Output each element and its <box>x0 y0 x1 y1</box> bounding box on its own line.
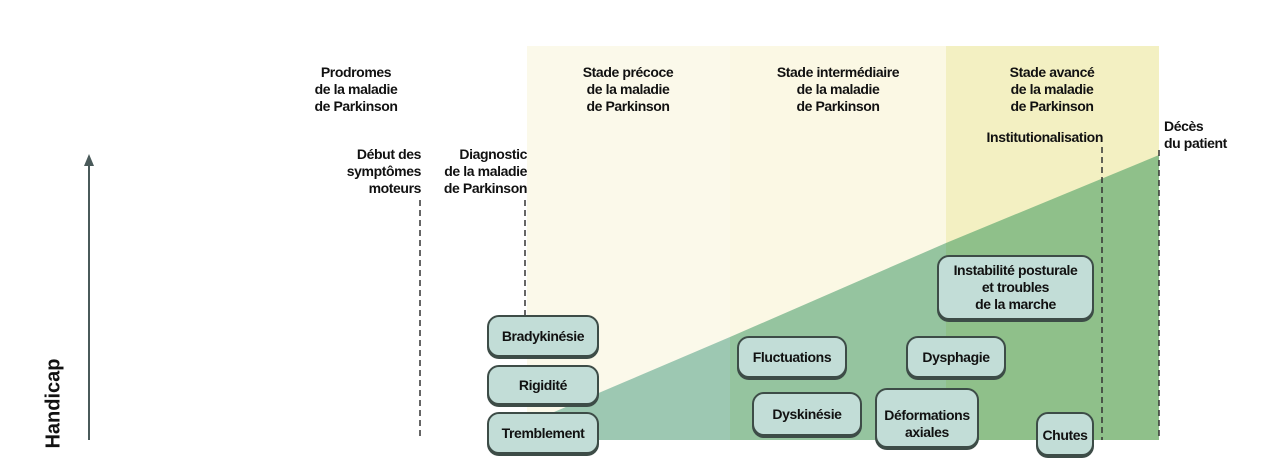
header-line: Stade précoce <box>582 64 674 80</box>
symptom-bradykinesia: Bradykinésie <box>487 315 599 357</box>
prodromes-header: Prodromes de la maladie de Parkinson <box>296 64 416 115</box>
symptom-rigidity: Rigidité <box>487 365 599 405</box>
header-line: de Parkinson <box>796 98 880 114</box>
label-line: Début des <box>356 146 421 162</box>
symptom-dysphagia: Dysphagie <box>906 336 1006 378</box>
early-stage-header: Stade précoce de la maladie de Parkinson <box>558 64 698 115</box>
label-line: moteurs <box>368 180 422 196</box>
header-line: de la maladie <box>314 81 398 97</box>
label-line: de Parkinson <box>443 180 528 196</box>
box-line: et troubles <box>981 279 1050 295</box>
institutionalisation-label: Institutionalisation <box>986 129 1104 145</box>
box-line: Instabilité posturale <box>953 262 1078 278</box>
symptom-falls: Chutes <box>1036 412 1094 456</box>
header-line: de la maladie <box>586 81 670 97</box>
death-label: Décès du patient <box>1164 118 1274 152</box>
header-line: de Parkinson <box>586 98 670 114</box>
intermediate-stage-header: Stade intermédiaire de la maladie de Par… <box>758 64 918 115</box>
header-line: de Parkinson <box>314 98 398 114</box>
symptom-dyskinesia: Dyskinésie <box>752 392 862 436</box>
diagnosis-label: Diagnostic de la maladie de Parkinson <box>406 146 528 197</box>
header-line: Prodromes <box>320 64 392 80</box>
header-line: de Parkinson <box>1010 98 1094 114</box>
header-line: de la maladie <box>796 81 880 97</box>
label-line: du patient <box>1164 135 1227 151</box>
label-line: Diagnostic <box>459 146 527 162</box>
label-line: de la maladie <box>444 163 527 179</box>
header-line: Stade intermédiaire <box>776 64 900 80</box>
label-line: Décès <box>1164 118 1204 134</box>
symptom-tremor: Tremblement <box>487 412 599 454</box>
header-line: de la maladie <box>1010 81 1094 97</box>
label-line: symptômes <box>346 163 422 179</box>
y-axis-arrow-icon <box>84 154 94 166</box>
header-line: Stade avancé <box>1009 64 1095 80</box>
advanced-stage-header: Stade avancé de la maladie de Parkinson <box>982 64 1122 115</box>
symptom-axial-deformities: Déformations axiales <box>875 388 979 448</box>
y-axis-label: Handicap <box>42 358 65 449</box>
box-line: axiales <box>905 424 949 440</box>
symptom-fluctuations: Fluctuations <box>737 336 847 378</box>
motor-onset-label: Début des symptômes moteurs <box>300 146 422 197</box>
symptom-postural-instability: Instabilité posturale et troubles de la … <box>937 255 1094 320</box>
box-line: Déformations <box>884 407 970 423</box>
box-line: de la marche <box>975 296 1056 312</box>
